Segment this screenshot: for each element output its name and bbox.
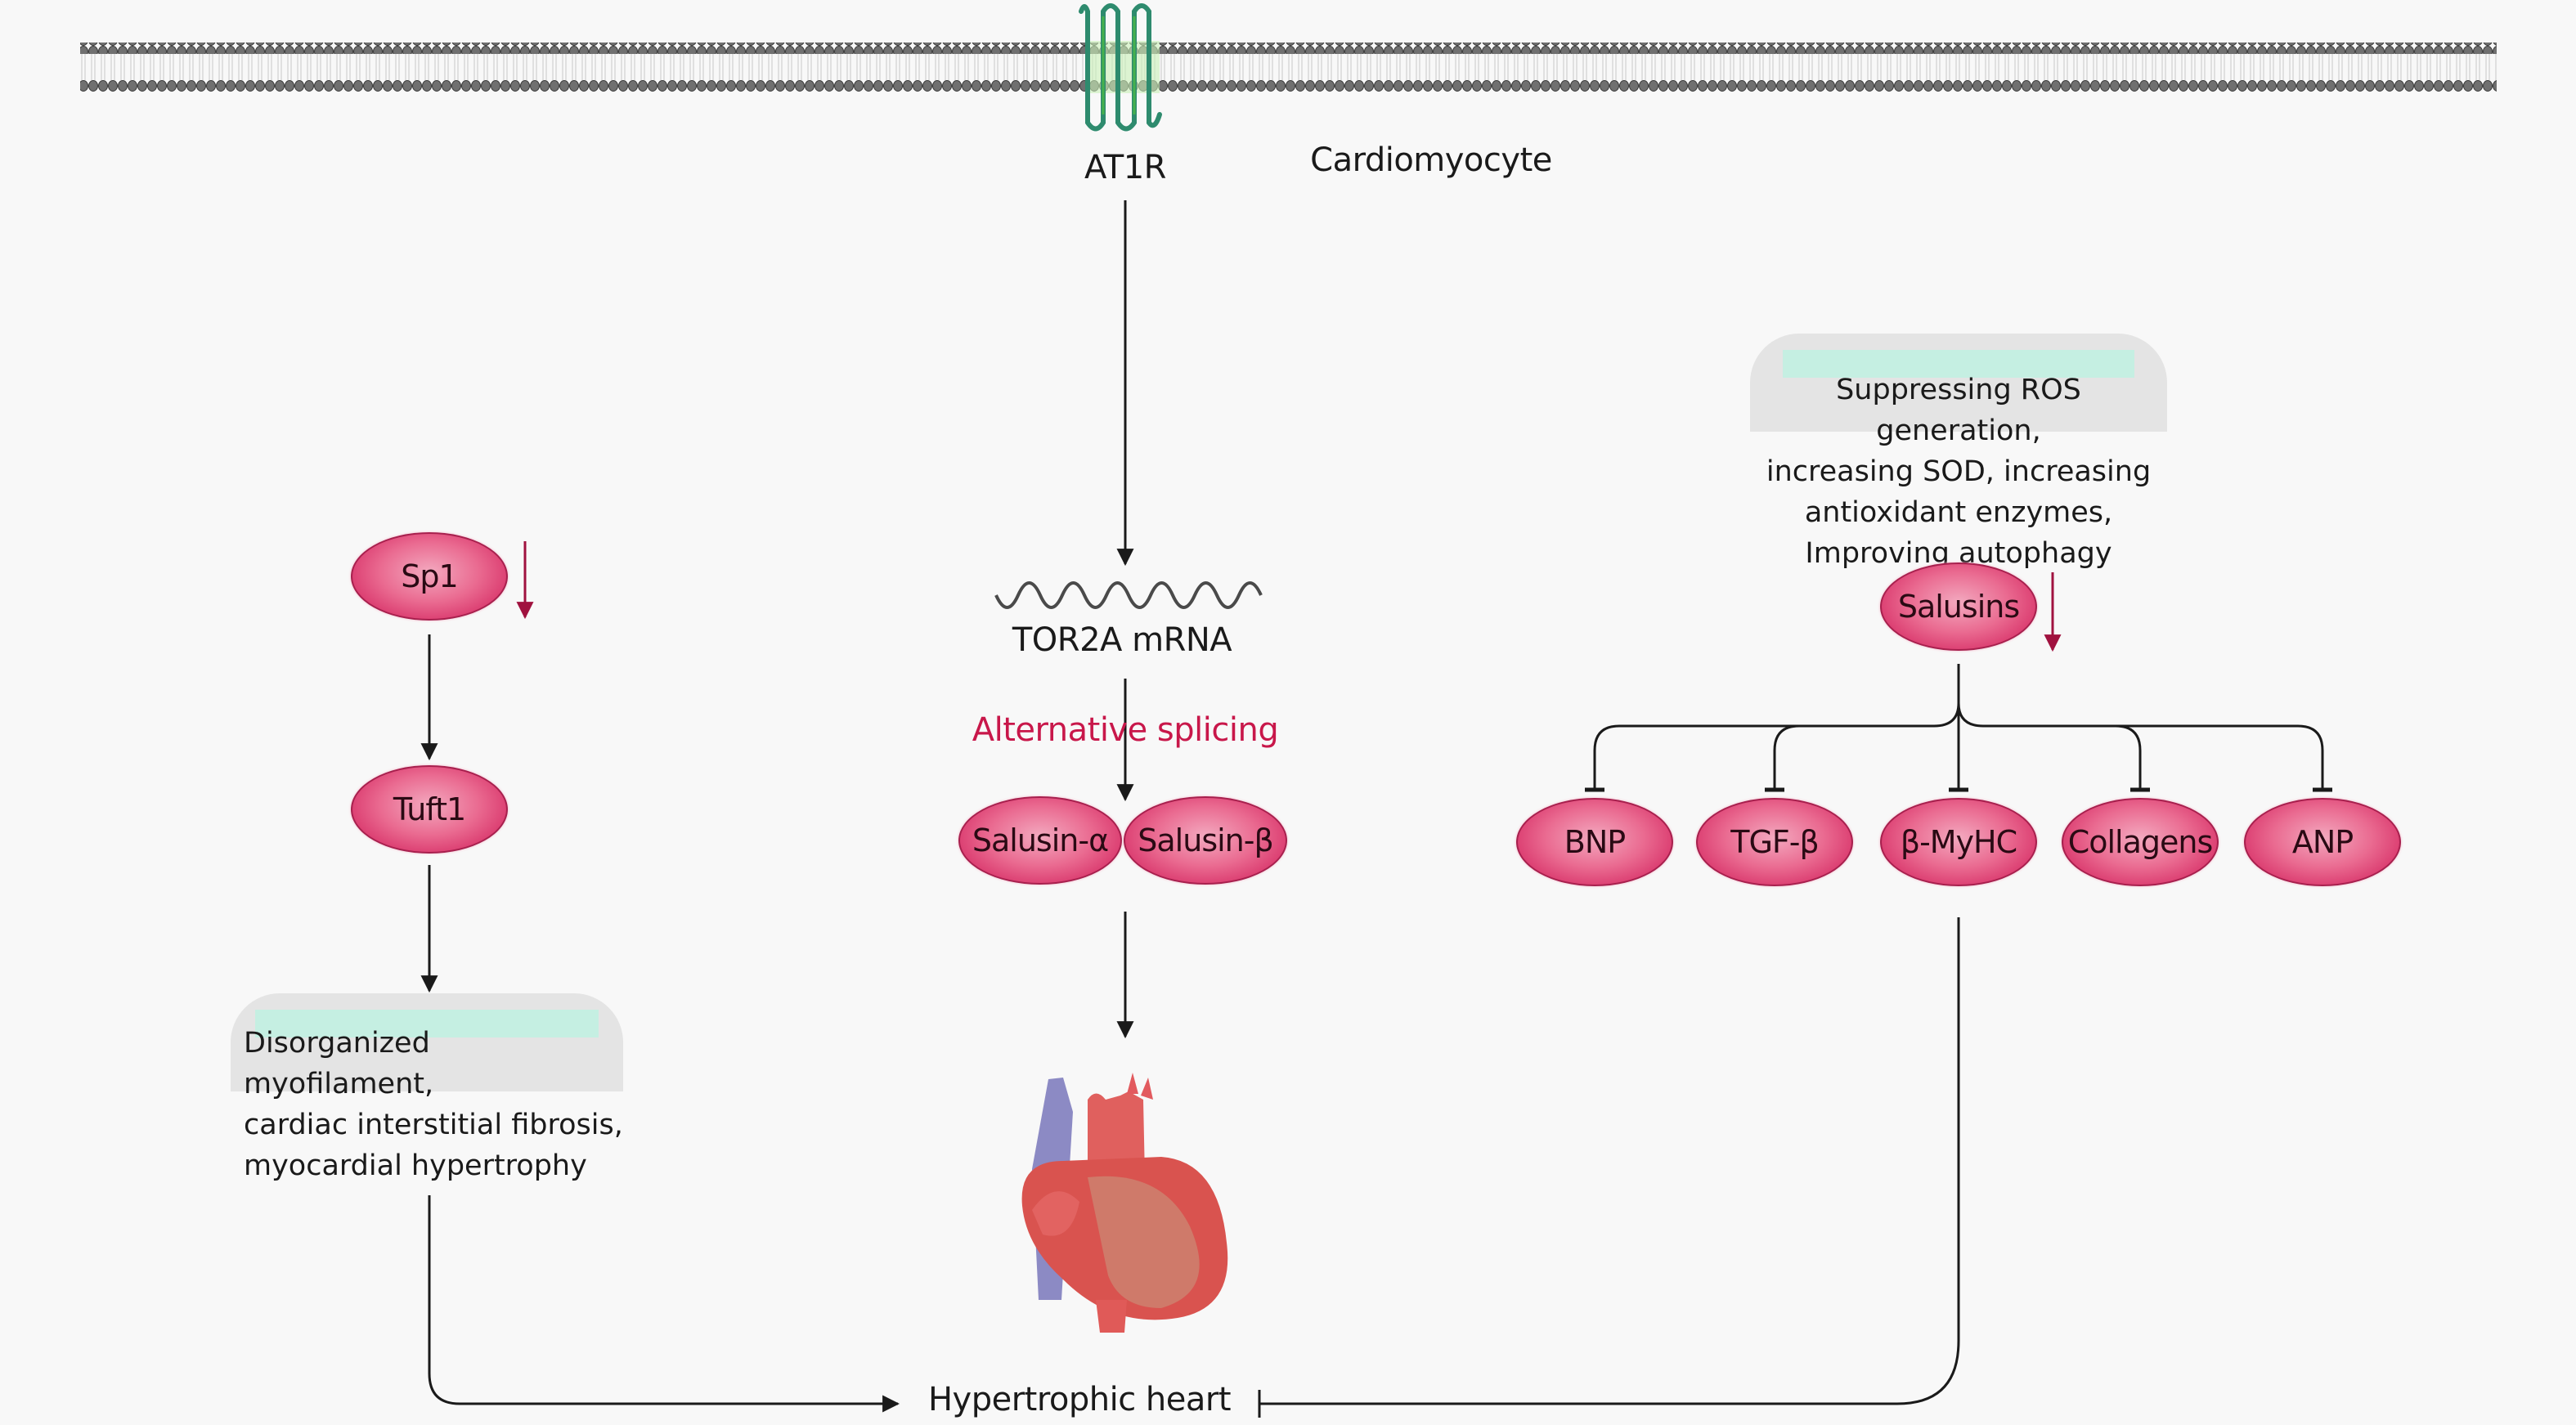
at1r-receptor-icon <box>1079 3 1162 132</box>
hypertrophic-heart-label: Hypertrophic heart <box>927 1381 1232 1418</box>
node-tgf-beta[interactable]: TGF-β <box>1696 798 1853 886</box>
node-beta-myhc[interactable]: β-MyHC <box>1880 798 2037 886</box>
heart-icon <box>1021 1073 1228 1333</box>
cardiomyocyte-label: Cardiomyocyte <box>1310 141 1552 179</box>
inhibition-right-to-heart <box>1258 917 1960 1418</box>
right-effect-line: antioxidant enzymes, <box>1804 496 2113 529</box>
arrow-left-to-heart <box>428 1195 900 1413</box>
node-tuft1[interactable]: Tuft1 <box>351 765 508 854</box>
right-effect-line: Suppressing ROS generation, <box>1836 374 2081 447</box>
node-salusin-alpha[interactable]: Salusin-α <box>958 796 1122 885</box>
left-effect-line: Disorganized myofilament, <box>244 1027 434 1100</box>
node-anp[interactable]: ANP <box>2244 798 2401 886</box>
node-collagens[interactable]: Collagens <box>2062 798 2219 886</box>
right-effects-box: Suppressing ROS generation, increasing S… <box>1750 334 2167 574</box>
mrna-wave-icon <box>994 581 1263 609</box>
cell-membrane <box>80 43 2497 92</box>
tor2a-mrna-label: TOR2A mRNA <box>1012 621 1232 659</box>
right-effect-line: increasing SOD, increasing <box>1766 455 2152 488</box>
at1r-label: AT1R <box>1084 149 1166 186</box>
alternative-splicing-label: Alternative splicing <box>972 711 1279 749</box>
inhibition-branches <box>1585 664 2332 792</box>
node-sp1[interactable]: Sp1 <box>351 532 508 621</box>
node-salusins[interactable]: Salusins <box>1880 562 2037 651</box>
left-effect-line: myocardial hypertrophy <box>244 1149 587 1182</box>
node-salusin-beta[interactable]: Salusin-β <box>1124 796 1287 885</box>
node-bnp[interactable]: BNP <box>1516 798 1673 886</box>
left-effects-box: Disorganized myofilament, cardiac inters… <box>231 993 623 1186</box>
left-effect-line: cardiac interstitial fibrosis, <box>244 1109 623 1141</box>
